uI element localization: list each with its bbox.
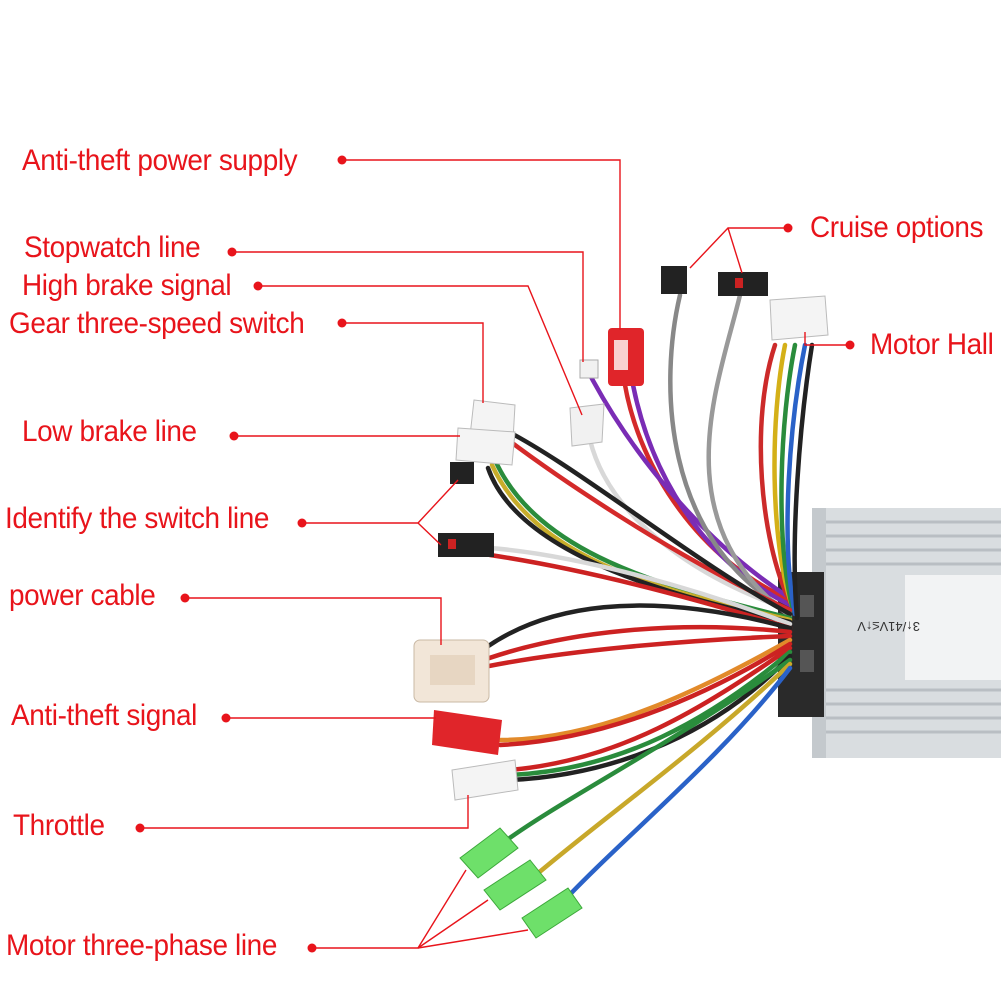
motor-phase-connector-green	[459, 827, 519, 879]
wire-cruise-grey	[668, 292, 793, 615]
leader-stopwatch	[232, 251, 584, 362]
wire-bundle	[467, 292, 815, 908]
label-throttle: Throttle	[13, 809, 105, 842]
wire-throttle-green	[507, 649, 793, 778]
wire-phase-green	[497, 657, 793, 848]
label-gear-three-speed-switch: Gear three-speed switch	[9, 307, 305, 340]
identify-switch-connector-top	[450, 462, 474, 484]
label-stopwatch-line: Stopwatch line	[24, 231, 201, 264]
wire-identify-white	[487, 545, 793, 627]
leader-dots	[135, 155, 855, 953]
controller-sticker	[905, 575, 1001, 680]
motor-phase-connector-blue	[521, 887, 583, 939]
leader-high-brake	[258, 285, 583, 416]
stopwatch-connector	[579, 359, 599, 379]
label-motor-hall: Motor Hall	[870, 328, 994, 361]
wire-hall-blue	[785, 342, 808, 617]
connectors	[413, 266, 829, 939]
leader-power	[185, 597, 442, 645]
leader-antitheft-power	[342, 159, 621, 330]
leader-motor-phase-1	[312, 869, 467, 949]
wire-phase-blue	[557, 665, 793, 908]
leader-identify	[302, 479, 459, 524]
wire-phase-yellow	[527, 661, 793, 883]
wire-low-brake-black	[485, 465, 793, 625]
low-brake-connector	[455, 427, 516, 466]
throttle-connector	[451, 759, 519, 801]
housing-fins	[826, 520, 1001, 734]
leader-motor-phase-2	[417, 899, 489, 949]
motor-hall-connector	[769, 295, 829, 341]
cruise-connector-left	[661, 266, 687, 294]
label-power-cable: power cable	[9, 579, 156, 612]
sticker-text: 3↑/41V≤↑V	[857, 619, 920, 634]
wire-hall-black	[792, 342, 815, 621]
wire-power-red-2	[467, 633, 793, 673]
wire-antitheft-power-red	[622, 382, 793, 603]
leader-throttle	[140, 795, 469, 829]
wire-stopwatch-purple	[587, 372, 793, 601]
label-motor-three-phase-line: Motor three-phase line	[6, 929, 277, 962]
label-identify-switch-line: Identify the switch line	[5, 502, 270, 535]
wire-antitheft-signal-red	[497, 641, 793, 748]
wire-throttle-red	[507, 645, 793, 773]
controller-housing: 3↑/41V≤↑V	[778, 508, 1001, 758]
high-brake-connector	[569, 403, 605, 447]
label-anti-theft-power-supply: Anti-theft power supply	[22, 144, 298, 177]
wire-antitheft-signal-orange	[497, 637, 793, 743]
leader-identify-2	[417, 522, 442, 546]
leader-motor-phase-3	[417, 929, 529, 949]
wire-hall-red	[758, 342, 793, 605]
wire-cruise-grey-2	[706, 292, 793, 619]
wire-power-black	[467, 603, 793, 663]
label-low-brake-line: Low brake line	[22, 415, 197, 448]
label-anti-theft-signal: Anti-theft signal	[11, 699, 197, 732]
leader-gear	[342, 322, 484, 403]
leader-motor-hall	[804, 332, 850, 346]
leader-cruise-2	[727, 227, 743, 274]
wire-low-brake-yellow	[489, 462, 793, 623]
label-high-brake-signal: High brake signal	[22, 269, 232, 302]
identify-switch-connector-bottom	[438, 533, 494, 557]
wire-gear-black	[492, 422, 793, 617]
wire-hall-green	[779, 342, 798, 613]
wire-power-red	[467, 624, 793, 668]
leader-lines	[140, 159, 850, 949]
label-cruise-options: Cruise options	[810, 211, 984, 244]
antitheft-signal-connector	[432, 710, 502, 755]
motor-phase-connector-yellow	[483, 859, 547, 911]
